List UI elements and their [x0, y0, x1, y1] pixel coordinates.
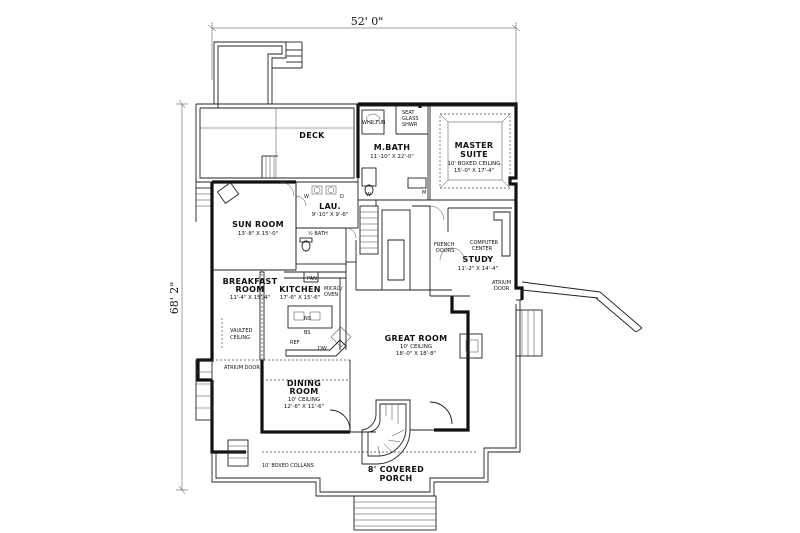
- sun-room-name: SUN ROOM: [232, 220, 284, 229]
- sun-room-area: SUN ROOM 13'-8" X 15'-0": [212, 181, 297, 271]
- front-entry: [350, 429, 434, 433]
- great-room-size: 18'-0" X 18'-8": [396, 351, 436, 357]
- laundry-area: LAU. 9'-10" X 9'-6" ½ BATH W D: [295, 181, 359, 265]
- dryer-label: D: [340, 194, 344, 200]
- computer-center-2: CENTER: [472, 246, 493, 252]
- dining-name-1: DINING: [287, 379, 321, 388]
- dining-size: 12'-6" X 11'-6": [284, 404, 324, 410]
- closet-w-label: W: [366, 192, 371, 198]
- closet-m-label: M: [422, 190, 426, 196]
- computer-center-1: COMPUTER: [470, 240, 499, 246]
- great-room-ceiling: 10' CEILING: [400, 344, 432, 350]
- master-bath-name: M.BATH: [374, 143, 411, 152]
- french-doors-2: DOORS: [436, 248, 454, 254]
- dining-room-area: DINING ROOM 10' CEILING 12'-6" X 11'-6": [262, 360, 351, 432]
- shower-label-3: SHWR: [402, 122, 418, 128]
- island-label-1: NS: [304, 316, 311, 322]
- whp-tub-label: WHP TUB: [362, 120, 386, 126]
- master-suite-name-2: SUITE: [460, 150, 488, 159]
- master-suite-ceiling: 10' BOXED CEILING: [447, 161, 500, 167]
- laundry-size: 9'-10" X 9'-6": [312, 212, 349, 218]
- island-label-2: BS: [304, 330, 311, 336]
- study-size: 11'-2" X 14'-4": [458, 266, 498, 272]
- columns-label: 10' BOXED COLLANS: [262, 463, 314, 469]
- study-name: STUDY: [462, 255, 493, 264]
- porch-name-2: PORCH: [380, 474, 413, 483]
- great-room-name: GREAT ROOM: [385, 334, 448, 343]
- deck-label: DECK: [299, 131, 325, 140]
- breakfast-name-2: ROOM: [236, 285, 265, 294]
- kitchen-name: KITCHEN: [279, 285, 320, 294]
- stair-hall: [359, 205, 445, 296]
- front-porch: 10' BOXED COLLANS 8' COVERED PORCH: [195, 281, 643, 531]
- kitchen-size: 17'-6" X 15'-6": [280, 295, 320, 301]
- master-suite-area: WHP TUB SEAT GLASS SHWR M.BATH 11'-10" X…: [358, 105, 516, 206]
- breakfast-size: 11'-4" X 15'-4": [230, 295, 270, 301]
- french-doors-1: FRENCH: [434, 242, 455, 248]
- washer-label: W: [304, 194, 309, 200]
- study-area: COMPUTER CENTER FRENCH DOORS STUDY 11'-2…: [430, 199, 516, 297]
- micro-label-1: MICRO/: [324, 286, 343, 292]
- width-dimension: 52' 0": [351, 15, 384, 28]
- atrium-door-right-1: ATRIUM: [492, 280, 511, 286]
- ref-label: REF: [290, 340, 300, 346]
- dining-ceiling: 10' CEILING: [288, 397, 320, 403]
- atrium-door-left-label: ATRIUM DOOR: [224, 365, 260, 371]
- vaulted-label-1: VAULTED: [230, 328, 252, 334]
- vaulted-label-2: CEILING: [230, 335, 250, 341]
- laundry-name: LAU.: [319, 202, 341, 211]
- micro-label-2: OVEN: [324, 292, 338, 298]
- shower-label-1: SEAT: [402, 110, 415, 116]
- atrium-door-right-2: DOOR: [494, 286, 510, 292]
- sun-room-size: 13'-8" X 15'-0": [238, 231, 278, 237]
- curved-staircase: [329, 399, 453, 465]
- deck-area: DECK: [195, 41, 359, 222]
- pan-label: PAN: [307, 276, 317, 282]
- half-bath-label: ½ BATH: [308, 230, 328, 237]
- shower-label-2: GLASS: [402, 116, 419, 122]
- master-bath-size: 11'-10" X 22'-0": [370, 154, 414, 160]
- master-suite-size: 15'-0" X 17'-4": [454, 168, 494, 174]
- master-suite-name-1: MASTER: [455, 141, 494, 150]
- depth-dimension: 68' 2": [168, 282, 181, 315]
- dining-name-2: ROOM: [290, 387, 319, 396]
- kitchen-area: BREAKFAST ROOM 11'-4" X 15'-4" KITCHEN 1…: [212, 240, 357, 371]
- porch-name-1: 8' COVERED: [368, 465, 424, 474]
- dw-label: DW: [318, 346, 327, 352]
- great-room-area: GREAT ROOM 10' CEILING 18'-0" X 18'-8": [356, 289, 483, 359]
- breakfast-name-1: BREAKFAST: [223, 277, 278, 286]
- overall-dimensions: 52' 0" 68' 2": [168, 15, 521, 495]
